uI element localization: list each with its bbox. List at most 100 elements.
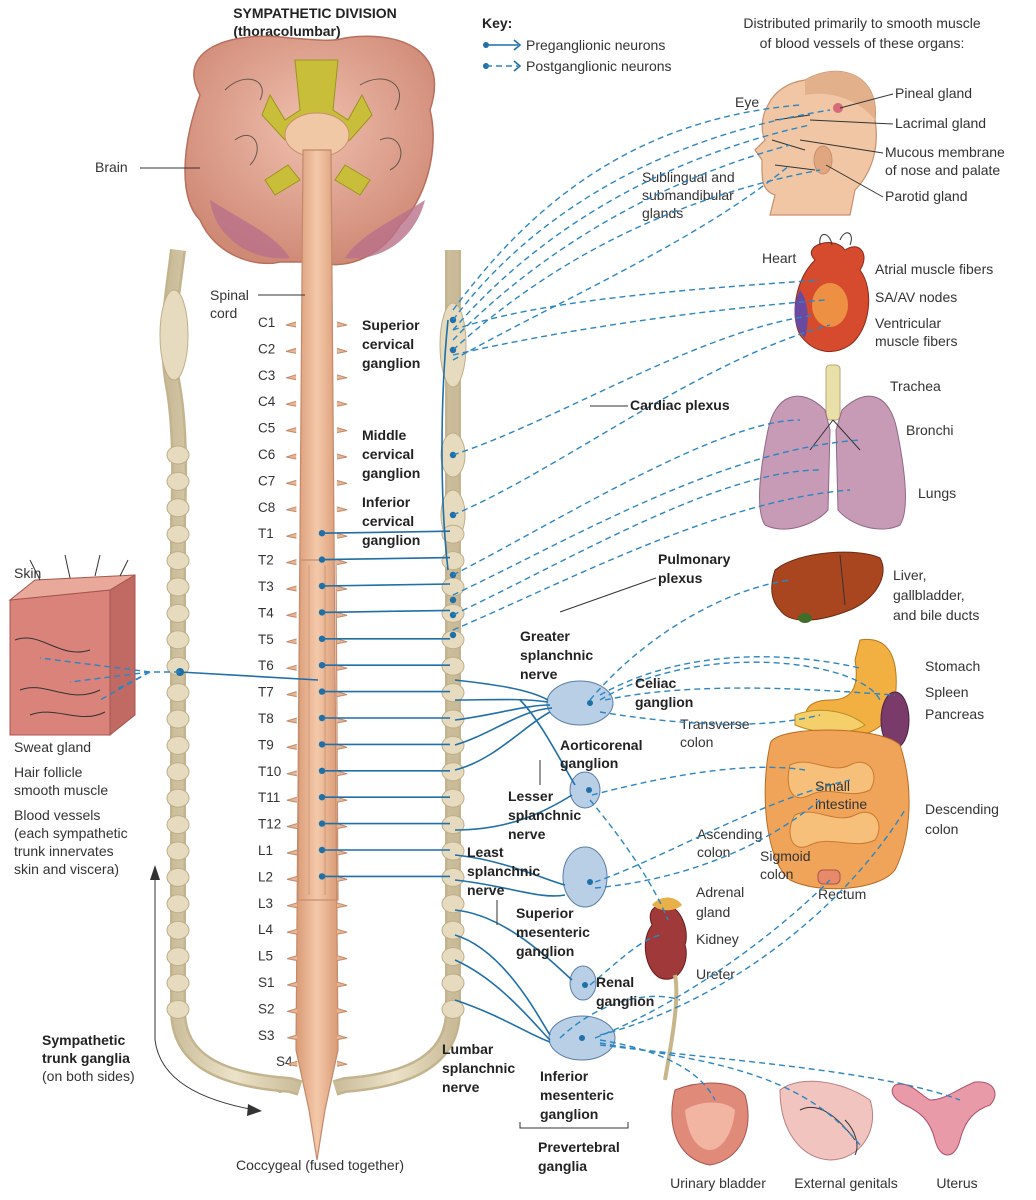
trunk-ganglion-node — [166, 788, 190, 808]
inferior-mesenteric-label-line1: Inferior — [540, 1068, 589, 1084]
blood-vessels-label-line1: Blood vessels — [14, 807, 100, 823]
trunk-ganglion-node — [441, 815, 465, 835]
spinal-nerve-stub — [287, 1060, 298, 1067]
segment-label-t7: T7 — [258, 685, 274, 700]
skin-label: Skin — [14, 565, 41, 581]
segment-label-c2: C2 — [258, 341, 275, 356]
spinal-nerve-stub — [286, 532, 297, 539]
neuron-cell-body — [318, 556, 326, 563]
spinal-nerve-stub — [336, 717, 348, 724]
genitals-label: External genitals — [794, 1175, 898, 1191]
ascending-colon-label-line1: Ascending — [697, 826, 762, 842]
segment-label-c7: C7 — [258, 473, 275, 488]
spinal-nerve-stub — [285, 321, 297, 328]
trunk-ganglion-node — [166, 999, 190, 1019]
transverse-colon-label-line2: colon — [680, 734, 713, 750]
spinal-nerve-stub — [287, 1007, 298, 1014]
trunk-ganglion-node — [441, 656, 465, 676]
spinal-cord-label-line1: Spinal — [210, 287, 249, 303]
liver-label-line3: and bile ducts — [893, 607, 979, 623]
spinal-nerve-stub — [336, 374, 348, 381]
renal-ganglion — [569, 965, 597, 1001]
least-splanchnic-label-line3: nerve — [467, 882, 505, 898]
spleen-label: Spleen — [925, 684, 969, 700]
neuron-cell-body — [318, 688, 326, 695]
right-trunk-ganglia — [441, 316, 465, 1019]
postganglionic-fibers — [452, 104, 961, 1146]
both-sides-label: (on both sides) — [42, 1068, 135, 1084]
spinal-nerve-stub — [286, 664, 297, 671]
legend-heading: Key: — [482, 15, 512, 31]
spinal-nerve-stub — [336, 453, 348, 460]
ascending-colon-label-line2: colon — [697, 844, 730, 860]
segment-label-t11: T11 — [258, 790, 280, 805]
segment-label-t8: T8 — [258, 711, 274, 726]
small-intestine-label-line1: Small — [815, 778, 850, 794]
prevertebral-label-line1: Prevertebral — [538, 1139, 620, 1155]
descending-colon-label-line2: colon — [925, 821, 958, 837]
spinal-nerve-stub — [286, 611, 297, 618]
sigmoid-colon-label-line1: Sigmoid — [760, 848, 811, 864]
lesser-splanchnic-label-line1: Lesser — [508, 788, 554, 804]
rectum-label: Rectum — [818, 886, 866, 902]
segment-label-s3: S3 — [258, 1028, 275, 1043]
neuron-cell-body — [318, 767, 326, 774]
trunk-ganglion-node — [166, 815, 190, 835]
spinal-nerve-stub — [286, 902, 298, 909]
heart-label: Heart — [762, 250, 796, 266]
superior-cervical-label-line3: ganglion — [362, 355, 420, 371]
segment-label-t5: T5 — [258, 632, 274, 647]
coccygeal-label: Coccygeal (fused together) — [236, 1157, 404, 1173]
liver-label-line2: gallbladder, — [893, 587, 965, 603]
pulmonary-plexus-label-line2: plexus — [658, 570, 703, 586]
brain-label: Brain — [95, 159, 128, 175]
spinal-nerve-stub — [336, 875, 348, 882]
greater-splanchnic-label-line3: nerve — [520, 666, 558, 682]
mucous-label-line1: Mucous membrane — [885, 144, 1005, 160]
ascending-preganglionic-fiber — [441, 319, 449, 571]
inferior-mesenteric-label-line3: ganglion — [540, 1106, 598, 1122]
superior-mesenteric-label-line1: Superior — [516, 905, 574, 921]
superior-mesenteric-label-line3: ganglion — [516, 943, 574, 959]
spinal-nerve-stub — [336, 691, 348, 698]
spinal-nerve-stub — [286, 743, 297, 750]
segment-label-s1: S1 — [258, 975, 275, 990]
superior-mesenteric-label-line2: mesenteric — [516, 924, 590, 940]
segment-label-t1: T1 — [258, 526, 274, 541]
trunk-ganglion-node — [441, 577, 465, 597]
spinal-nerve-stub — [336, 743, 348, 750]
trunk-ganglia-label-line1: Sympathetic — [42, 1032, 125, 1048]
prevertebral-label-line2: ganglia — [538, 1158, 587, 1174]
trunk-ganglion-node — [441, 551, 465, 571]
spinal-nerve-stub — [287, 1034, 298, 1041]
kidney — [644, 897, 687, 1081]
adrenal-label-line1: Adrenal — [696, 884, 744, 900]
distribution-note-line1: Distributed primarily to smooth muscle — [743, 15, 981, 31]
adrenal-label-line2: gland — [696, 904, 730, 920]
trachea-label: Trachea — [890, 378, 941, 394]
pineal-label: Pineal gland — [895, 85, 972, 101]
trunk-ganglia-label-line2: trunk ganglia — [42, 1050, 130, 1066]
heart — [794, 232, 870, 353]
segment-label-t9: T9 — [258, 737, 274, 752]
spinal-nerve-stub — [286, 849, 298, 856]
mucous-pointer — [799, 139, 884, 154]
trunk-ganglion-node — [441, 920, 465, 940]
trunk-ganglion-node — [441, 762, 465, 782]
neuron-cell-body — [318, 635, 326, 642]
segment-label-l4: L4 — [258, 922, 274, 937]
trunk-ganglion-node — [441, 841, 465, 861]
urinary-bladder — [671, 1082, 749, 1166]
spinal-cord-label-line2: cord — [210, 305, 237, 321]
parotid-pointer — [825, 164, 884, 198]
superior-cervical-label-line1: Superior — [362, 317, 420, 333]
greater-splanchnic-label-line2: splanchnic — [520, 647, 593, 663]
segment-label-c5: C5 — [258, 421, 275, 436]
lumbar-splanchnic-label-line3: nerve — [442, 1079, 480, 1095]
lumbar-splanchnic-label-line2: splanchnic — [442, 1060, 515, 1076]
spinal-nerve-stub — [336, 981, 348, 988]
left-trunk-ganglia — [166, 445, 190, 1019]
segment-label-t2: T2 — [258, 553, 274, 568]
spinal-nerve-stub — [286, 453, 297, 460]
neuron-cell-body — [318, 873, 326, 880]
